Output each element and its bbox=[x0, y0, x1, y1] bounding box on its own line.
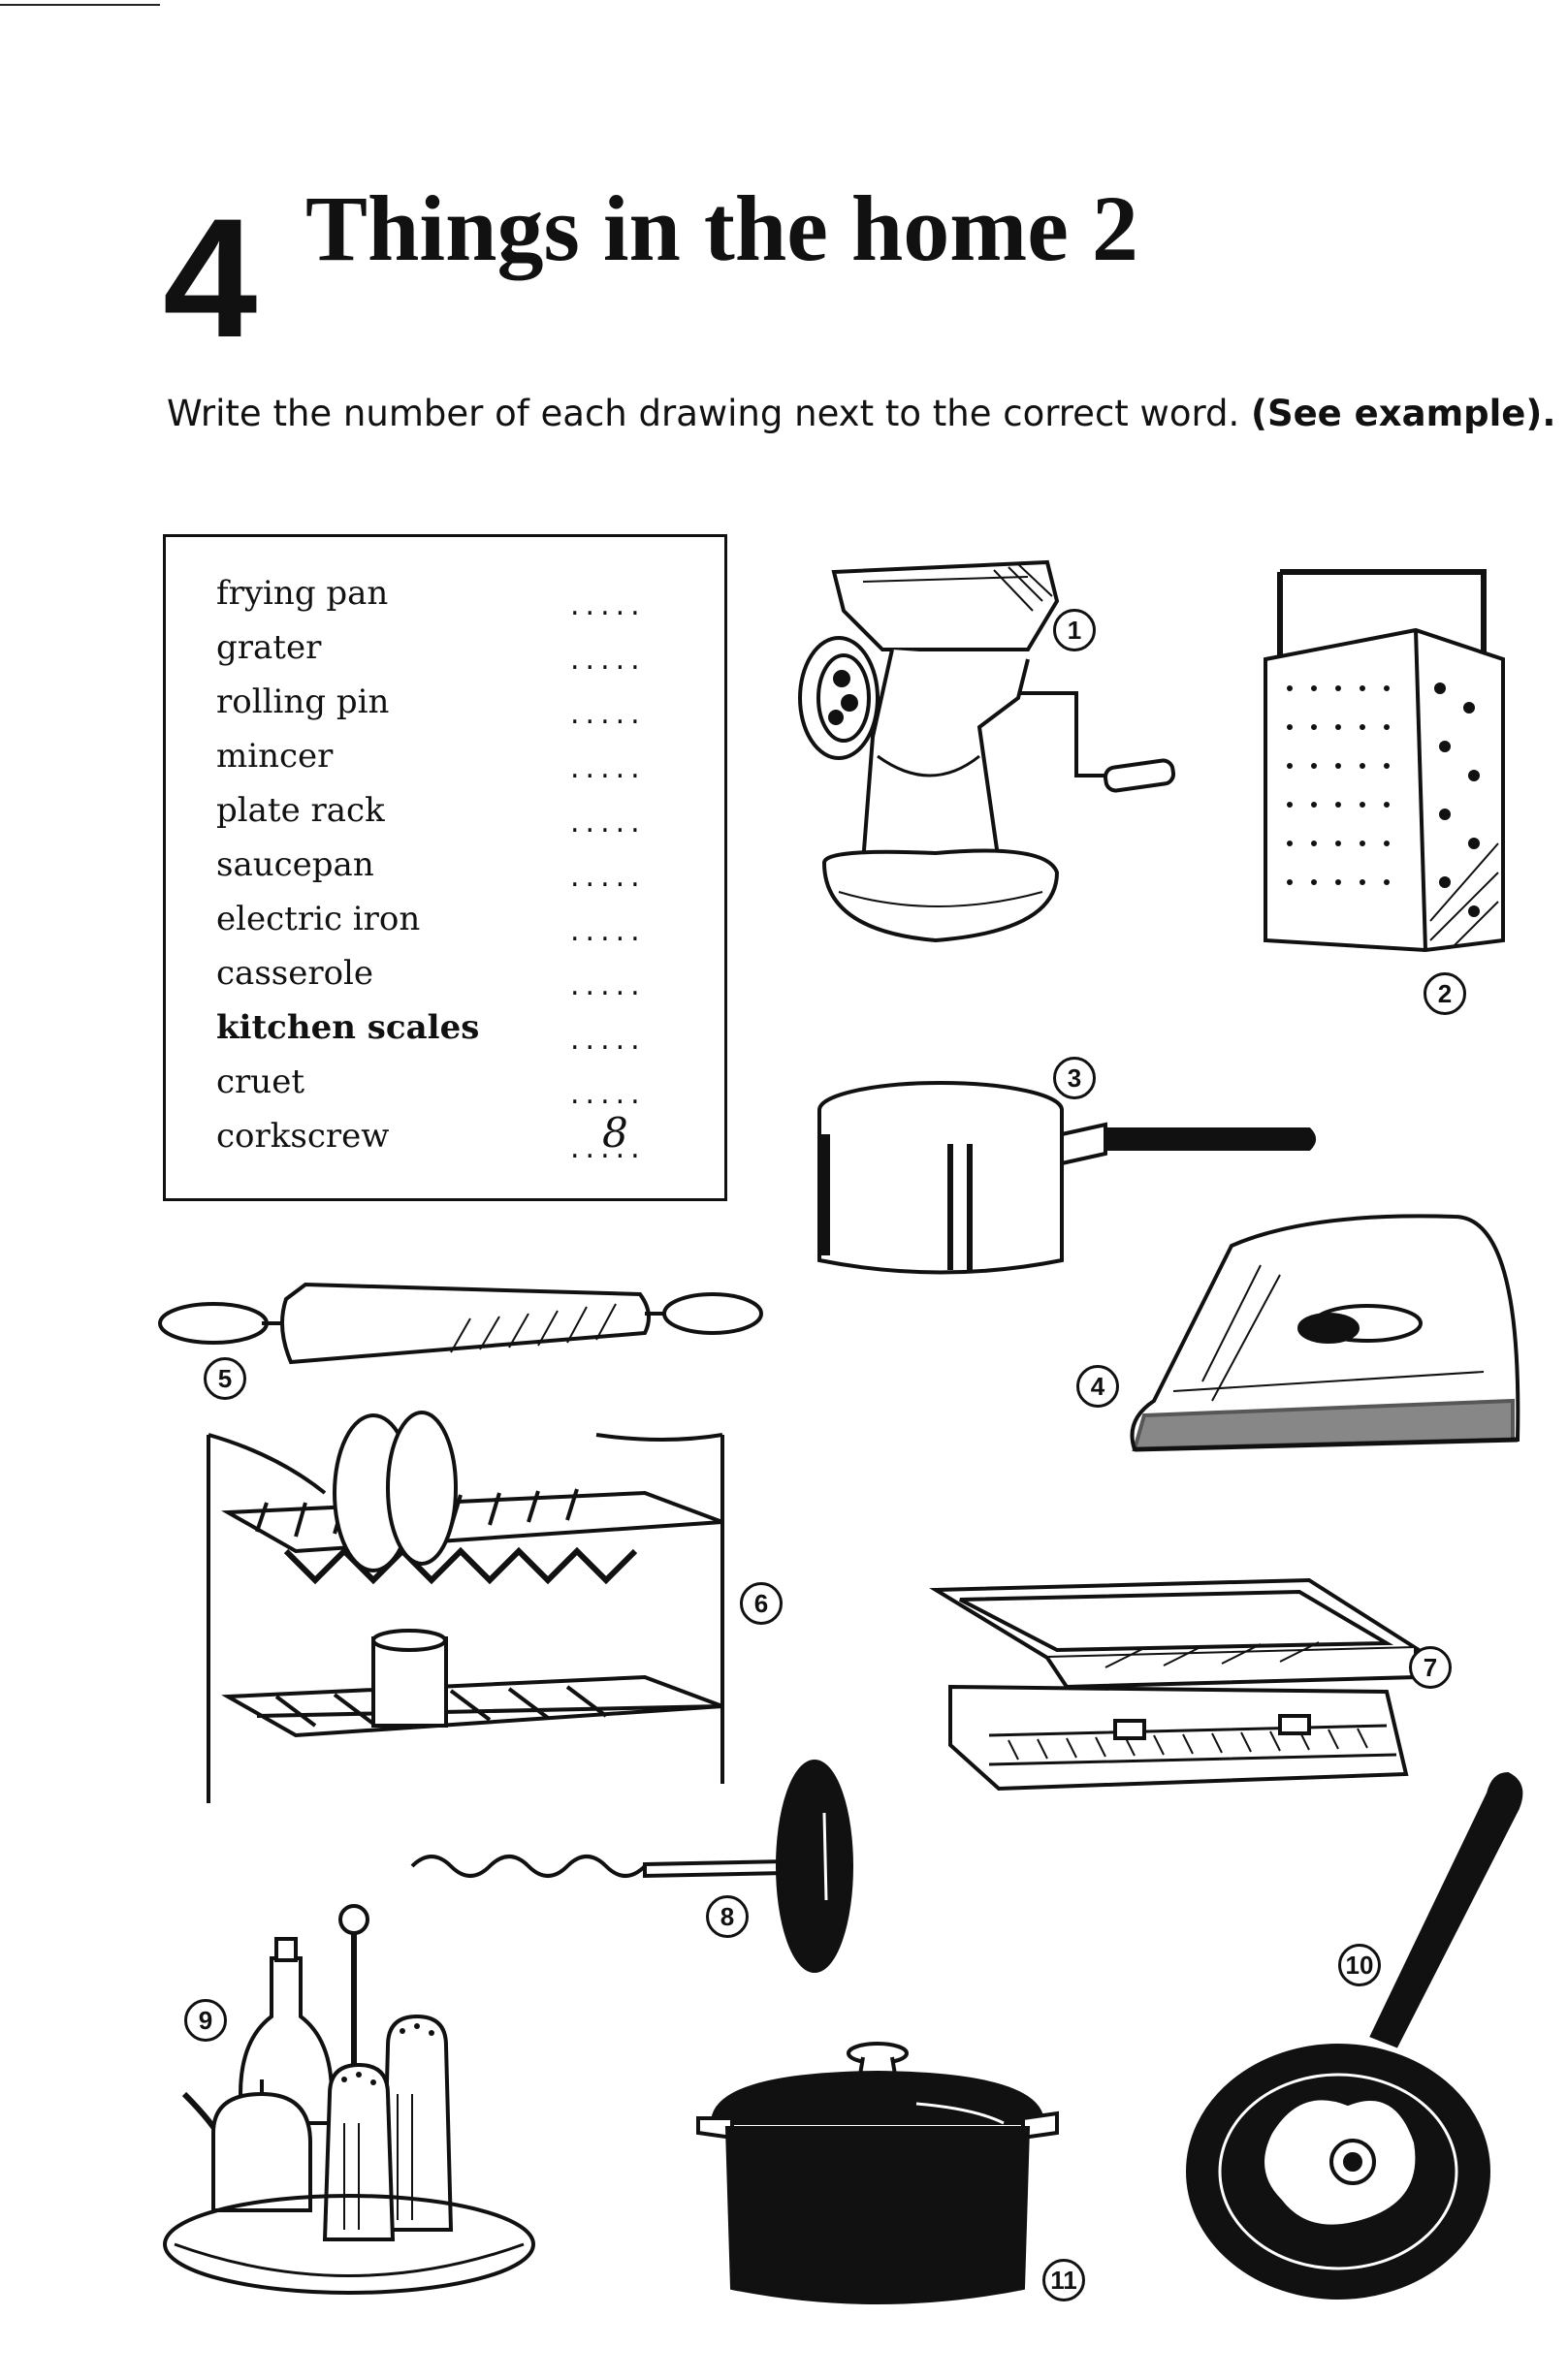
grater-icon bbox=[1264, 569, 1505, 953]
answer-blank[interactable]: .....8 bbox=[570, 1113, 677, 1165]
answer-dots: ..... bbox=[570, 860, 646, 894]
instruction-line: Write the number of each drawing next to… bbox=[167, 396, 1555, 431]
word-label: electric iron bbox=[216, 900, 421, 938]
drawing-label-8: 8 bbox=[706, 1895, 749, 1938]
plate-rack-icon bbox=[207, 1411, 724, 1803]
word-row-casserole: casserole ..... bbox=[216, 954, 711, 1010]
word-row-kitchen-scales: kitchen scales ..... bbox=[216, 1008, 711, 1064]
cruet-drawing bbox=[155, 1900, 543, 2307]
frying-pan-icon bbox=[1186, 1771, 1523, 2300]
answer-blank[interactable]: ..... bbox=[570, 643, 677, 677]
casserole-drawing bbox=[693, 2036, 1062, 2317]
word-row-plate-rack: plate rack ..... bbox=[216, 791, 711, 847]
answer-blank[interactable]: ..... bbox=[570, 968, 677, 1002]
word-label: kitchen scales bbox=[216, 1008, 480, 1047]
drawing-label-2: 2 bbox=[1424, 972, 1466, 1015]
answer-dots: ..... bbox=[570, 1023, 646, 1057]
answer-dots: ..... bbox=[570, 643, 646, 677]
drawing-label-3: 3 bbox=[1053, 1057, 1096, 1099]
word-row-electric-iron: electric iron ..... bbox=[216, 900, 711, 956]
page-title: Things in the home 2 bbox=[305, 176, 1138, 280]
answer-blank[interactable]: ..... bbox=[570, 1023, 677, 1057]
word-label: casserole bbox=[216, 954, 374, 993]
drawing-label-5: 5 bbox=[204, 1357, 246, 1400]
cruet-icon bbox=[163, 1904, 535, 2295]
answer-blank[interactable]: ..... bbox=[570, 588, 677, 622]
corkscrew-icon bbox=[410, 1760, 853, 1973]
word-label: corkscrew bbox=[216, 1117, 390, 1156]
saucepan-icon bbox=[817, 1081, 1316, 1275]
drawing-label-4: 4 bbox=[1076, 1365, 1119, 1408]
instruction-example: (See example). bbox=[1251, 393, 1556, 434]
answer-dots: ..... bbox=[570, 968, 646, 1002]
electric-iron-icon bbox=[1130, 1214, 1520, 1452]
answer-blank[interactable]: ..... bbox=[570, 697, 677, 731]
electric-iron-drawing bbox=[1115, 1207, 1522, 1478]
unit-number: 4 bbox=[163, 184, 257, 373]
drawing-label-6: 6 bbox=[740, 1582, 783, 1625]
mincer-icon bbox=[798, 559, 1176, 943]
answer-blank[interactable]: ..... bbox=[570, 860, 677, 894]
drawing-label-9: 9 bbox=[184, 1999, 227, 2042]
rolling-pin-icon bbox=[158, 1282, 763, 1365]
word-label: plate rack bbox=[216, 791, 385, 830]
word-label: grater bbox=[216, 628, 322, 667]
word-label: saucepan bbox=[216, 845, 374, 884]
corkscrew-drawing bbox=[407, 1755, 863, 1978]
word-label: mincer bbox=[216, 737, 334, 776]
answer-handwritten: 8 bbox=[602, 1109, 628, 1157]
word-row-mincer: mincer ..... bbox=[216, 737, 711, 793]
word-row-saucepan: saucepan ..... bbox=[216, 845, 711, 902]
word-row-rolling-pin: rolling pin ..... bbox=[216, 682, 711, 739]
drawing-label-11: 11 bbox=[1042, 2259, 1085, 2301]
answer-blank[interactable]: ..... bbox=[570, 806, 677, 840]
word-label: rolling pin bbox=[216, 682, 390, 721]
saucepan-drawing bbox=[815, 1076, 1319, 1289]
drawing-label-1: 1 bbox=[1053, 609, 1096, 651]
answer-dots: ..... bbox=[570, 806, 646, 840]
word-label: frying pan bbox=[216, 574, 389, 613]
word-row-grater: grater ..... bbox=[216, 628, 711, 684]
answer-blank[interactable]: ..... bbox=[570, 914, 677, 948]
frying-pan-drawing bbox=[1183, 1764, 1532, 2307]
plate-rack-drawing bbox=[199, 1411, 742, 1813]
word-row-cruet: cruet ..... bbox=[216, 1063, 711, 1119]
word-label: cruet bbox=[216, 1063, 304, 1101]
instruction-text: Write the number of each drawing next to… bbox=[167, 393, 1252, 434]
answer-dots: ..... bbox=[570, 1131, 646, 1165]
answer-dots: ..... bbox=[570, 697, 646, 731]
page-edge-rule bbox=[0, 4, 160, 6]
answer-dots: ..... bbox=[570, 751, 646, 785]
word-list: frying pan ..... grater ..... rolling pi… bbox=[216, 574, 711, 1173]
answer-blank[interactable]: ..... bbox=[570, 751, 677, 785]
mincer-drawing bbox=[785, 543, 1193, 989]
casserole-icon bbox=[696, 2042, 1059, 2304]
answer-blank[interactable]: ..... bbox=[570, 1077, 677, 1111]
drawing-label-7: 7 bbox=[1409, 1646, 1452, 1689]
answer-dots: ..... bbox=[570, 1077, 646, 1111]
drawing-label-10: 10 bbox=[1338, 1944, 1381, 1986]
word-row-corkscrew: corkscrew .....8 bbox=[216, 1113, 711, 1173]
rolling-pin-drawing bbox=[158, 1260, 763, 1396]
answer-dots: ..... bbox=[570, 914, 646, 948]
word-list-box: frying pan ..... grater ..... rolling pi… bbox=[163, 534, 727, 1201]
word-row-frying-pan: frying pan ..... bbox=[216, 574, 711, 630]
grater-drawing bbox=[1261, 553, 1513, 960]
answer-dots: ..... bbox=[570, 588, 646, 622]
